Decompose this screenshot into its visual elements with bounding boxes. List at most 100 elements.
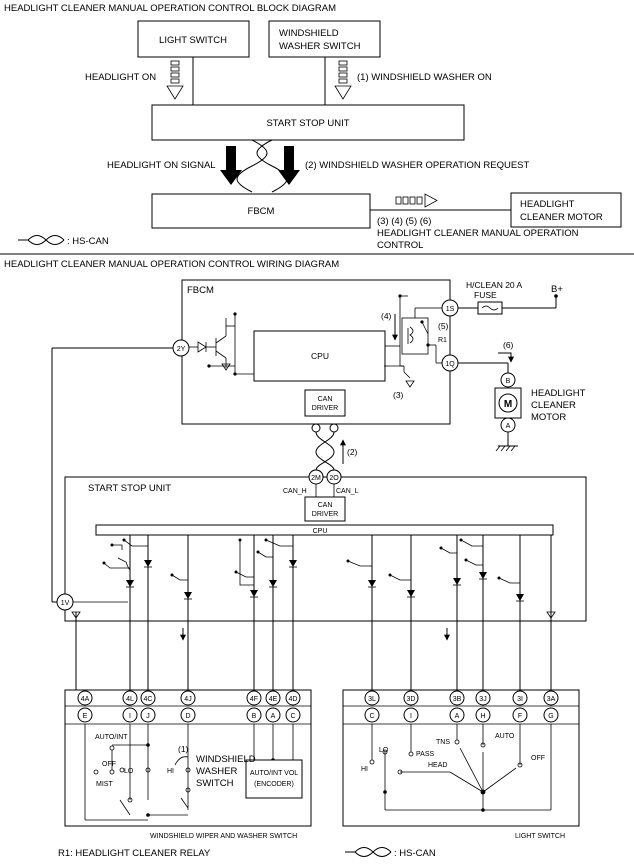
control-label-1: HEADLIGHT CLEANER MANUAL OPERATION bbox=[377, 228, 579, 239]
washer-switch-label-3: SWITCH bbox=[196, 778, 234, 789]
hs-can-legend-symbol bbox=[18, 235, 65, 245]
fbcm-can-driver-2: DRIVER bbox=[312, 405, 338, 412]
light-pos-pass: PASS bbox=[416, 751, 434, 758]
light-pin-4 bbox=[512, 707, 528, 723]
wiper-terminal-3 bbox=[180, 690, 196, 706]
wiper-pin-label-5: A bbox=[271, 713, 276, 720]
wiper-pin-3 bbox=[180, 707, 196, 723]
washer-switch-label-1: WINDSHIELD bbox=[279, 28, 339, 39]
light-switch-caption: LIGHT SWITCH bbox=[515, 833, 565, 840]
light-pos-lo: LO bbox=[379, 747, 389, 754]
washer-request-label: (2) WINDSHIELD WASHER OPERATION REQUEST bbox=[305, 160, 530, 171]
light-terminal-5 bbox=[543, 690, 559, 706]
motor-label-1: HEADLIGHT bbox=[531, 388, 586, 399]
light-terminal-label-3: 3J bbox=[479, 696, 486, 703]
wiper-terminal-0 bbox=[77, 690, 93, 706]
relay-label: R1 bbox=[438, 337, 447, 344]
block-diagram-title: HEADLIGHT CLEANER MANUAL OPERATION CONTR… bbox=[4, 3, 336, 14]
control-label-2: CONTROL bbox=[377, 240, 423, 251]
light-terminal-label-5: 3A bbox=[547, 696, 556, 703]
hs-can-legend-label: : HS-CAN bbox=[67, 236, 109, 247]
motor-ground bbox=[495, 445, 518, 452]
headlight-on-arrow bbox=[166, 60, 184, 100]
wiper-terminal-2 bbox=[140, 690, 156, 706]
motor-symbol: M bbox=[504, 399, 512, 410]
light-pin-label-2: A bbox=[455, 713, 460, 720]
wiper-switch-contacts bbox=[84, 724, 294, 821]
washer-switch-label-2: WASHER bbox=[196, 766, 237, 777]
step-3-label: (3) bbox=[393, 390, 404, 400]
motor-label-1: HEADLIGHT bbox=[520, 199, 575, 210]
wiring-hs-can-pair bbox=[315, 431, 335, 471]
light-pos-tns: TNS bbox=[436, 739, 450, 746]
light-pin-label-4: F bbox=[518, 713, 522, 720]
wiper-terminal-label-2: 4C bbox=[144, 696, 153, 703]
wiper-pin-2 bbox=[140, 707, 156, 723]
steps-label: (3) (4) (5) (6) bbox=[377, 216, 431, 227]
wiper-terminal-6 bbox=[285, 690, 301, 706]
can-l-label: CAN_L bbox=[336, 488, 359, 495]
step-4-label: (4) bbox=[381, 311, 392, 321]
ssu-can-driver-1: CAN bbox=[318, 502, 333, 509]
wiper-pin-4 bbox=[246, 707, 262, 723]
wiper-terminal-label-3: 4J bbox=[184, 696, 191, 703]
wiper-terminal-label-0: 4A bbox=[81, 696, 90, 703]
fbcm-cpu-label: CPU bbox=[311, 351, 329, 361]
terminal-2y: 2Y bbox=[177, 346, 186, 353]
footer-hs-can-label: : HS-CAN bbox=[394, 848, 436, 859]
light-terminal-label-1: 3D bbox=[407, 696, 416, 703]
wiper-pos-autoint: AUTO/INT bbox=[95, 734, 128, 741]
step-5-label: (5) bbox=[438, 321, 449, 331]
light-pos-hi: HI bbox=[361, 766, 368, 773]
start-stop-unit-box bbox=[151, 104, 465, 141]
motor-label-2: CLEANER MOTOR bbox=[520, 212, 603, 223]
wiper-pin-label-4: B bbox=[252, 713, 257, 720]
light-terminal-4 bbox=[512, 690, 528, 706]
motor-drive-arrow bbox=[395, 193, 438, 208]
terminal-1v: 1V bbox=[61, 600, 70, 607]
start-stop-unit-label: START STOP UNIT bbox=[266, 118, 349, 129]
wiper-terminal-4 bbox=[246, 690, 262, 706]
terminal-2o-top: 2O bbox=[329, 475, 339, 482]
wiper-terminal-label-4: 4F bbox=[250, 696, 258, 703]
fbcm-can-driver-1: CAN bbox=[318, 396, 333, 403]
light-terminal-label-0: 3L bbox=[368, 696, 376, 703]
light-terminal-label-4: 3I bbox=[517, 696, 523, 703]
light-terminal-2 bbox=[449, 690, 465, 706]
light-terminal-label-2: 3B bbox=[453, 696, 462, 703]
encoder-label-2: (ENCODER) bbox=[254, 781, 294, 788]
footer-relay-note: R1: HEADLIGHT CLEANER RELAY bbox=[58, 848, 211, 859]
fbcm-box bbox=[151, 193, 371, 229]
hs-can-twisted-pair bbox=[236, 139, 288, 193]
motor-label-3: MOTOR bbox=[531, 412, 566, 423]
headlight-cleaner-motor-box bbox=[510, 192, 622, 228]
wiper-pos-off: OFF bbox=[102, 761, 116, 768]
washer-switch-box bbox=[268, 20, 381, 58]
step-6-label: (6) bbox=[503, 340, 514, 350]
headlight-signal-arrow bbox=[220, 146, 242, 185]
wiper-terminal-label-5: 4E bbox=[269, 696, 278, 703]
wiper-pin-6 bbox=[285, 707, 301, 723]
wiper-pin-0 bbox=[77, 707, 93, 723]
motor-terminal-a: A bbox=[506, 423, 511, 430]
motor-terminal-b: B bbox=[506, 378, 511, 385]
wiper-pos-lo: LO bbox=[124, 768, 134, 775]
fuse-label-1: H/CLEAN 20 A bbox=[466, 280, 523, 290]
light-pin-1 bbox=[403, 707, 419, 723]
ssu-label: START STOP UNIT bbox=[88, 483, 171, 494]
wiper-pin-5 bbox=[265, 707, 281, 723]
light-switch-label: LIGHT SWITCH bbox=[159, 35, 227, 46]
fbcm-cpu bbox=[253, 330, 386, 382]
light-pin-label-0: C bbox=[369, 713, 374, 720]
relay-r1 bbox=[384, 294, 446, 388]
encoder-label-1: AUTO/INT VOL bbox=[250, 770, 298, 777]
light-pos-head: HEAD bbox=[428, 762, 447, 769]
light-terminal-0 bbox=[364, 690, 380, 706]
light-switch-box bbox=[137, 20, 250, 58]
headlight-on-signal-label: HEADLIGHT ON SIGNAL bbox=[107, 160, 216, 171]
terminal-1q: 1Q bbox=[445, 361, 455, 368]
wiper-terminal-5 bbox=[265, 690, 281, 706]
wiper-pin-label-6: C bbox=[290, 713, 295, 720]
